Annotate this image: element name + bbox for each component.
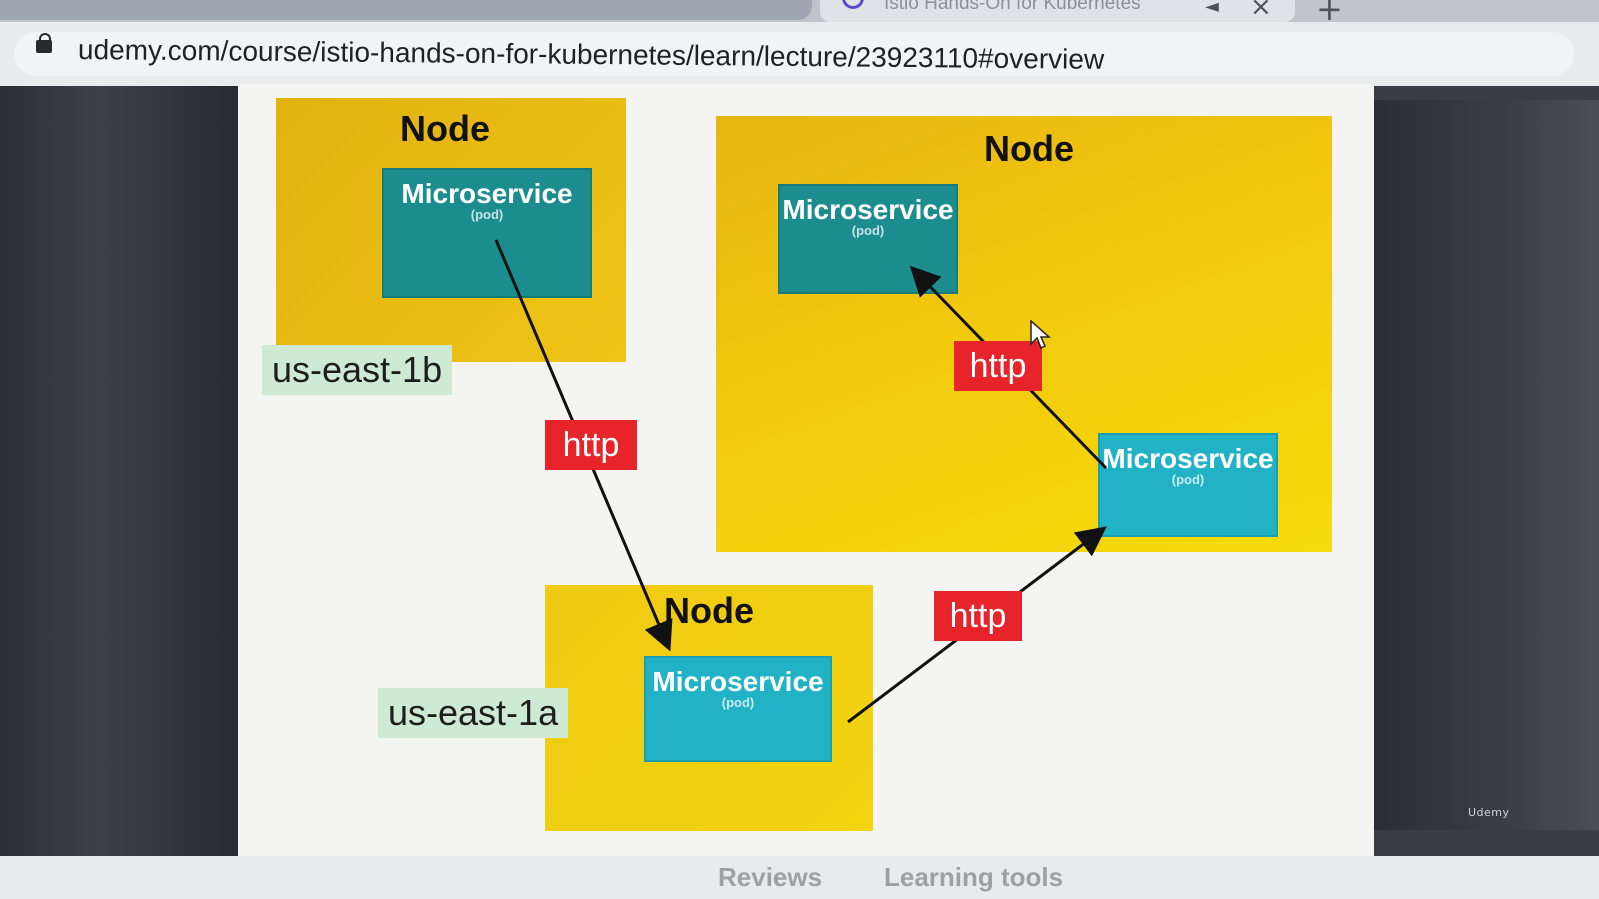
pod-label: (pod) bbox=[1171, 472, 1205, 487]
microservice-label: Microservice bbox=[782, 194, 954, 225]
speaker-mute-icon[interactable]: ◄ bbox=[1205, 0, 1219, 17]
microservice-pod-3: Microservice (pod) bbox=[1098, 433, 1278, 537]
microservice-label: Microservice bbox=[1102, 443, 1274, 474]
http-badge-1: http bbox=[545, 420, 637, 470]
pod-label: (pod) bbox=[721, 695, 755, 710]
player-letterbox-right bbox=[1370, 100, 1599, 830]
pod-label: (pod) bbox=[470, 207, 504, 222]
http-badge-2: http bbox=[954, 341, 1042, 391]
microservice-pod-1: Microservice (pod) bbox=[382, 168, 592, 298]
tab-reviews[interactable]: Reviews bbox=[718, 862, 823, 892]
address-bar[interactable] bbox=[14, 32, 1574, 76]
microservice-label: Microservice bbox=[652, 666, 824, 697]
zone-label-us-east-1b: us-east-1b bbox=[262, 345, 453, 395]
tab-current[interactable] bbox=[820, 0, 1295, 22]
zone-label-us-east-1a: us-east-1a bbox=[378, 688, 569, 738]
node-title-2: Node bbox=[984, 128, 1074, 169]
pod-label: (pod) bbox=[851, 223, 885, 238]
tab-previous[interactable] bbox=[0, 0, 812, 20]
lock-icon[interactable] bbox=[36, 33, 52, 54]
node-title-1: Node bbox=[400, 108, 490, 149]
node-title-3: Node bbox=[664, 590, 754, 631]
http-badge-3: http bbox=[934, 591, 1022, 641]
microservice-label: Microservice bbox=[401, 178, 573, 209]
mouse-pointer-icon bbox=[1030, 320, 1051, 350]
player-letterbox-left bbox=[0, 86, 250, 866]
microservice-pod-4: Microservice (pod) bbox=[644, 656, 832, 762]
udemy-watermark-logo: Udemy bbox=[1468, 806, 1510, 819]
tab-learning-tools[interactable]: Learning tools bbox=[884, 862, 1064, 892]
course-tabs-bar bbox=[0, 856, 1599, 899]
close-tab-icon[interactable]: × bbox=[1250, 0, 1272, 22]
tab-title[interactable]: Istio Hands-On for Kubernetes bbox=[884, 0, 1141, 14]
